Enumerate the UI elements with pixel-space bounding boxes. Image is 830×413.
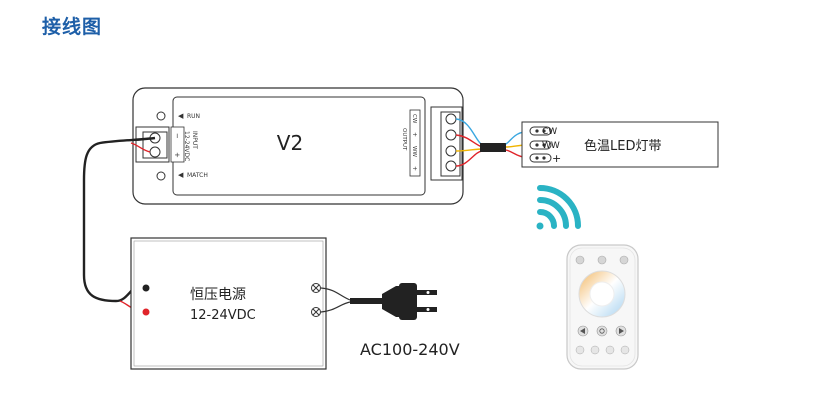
output-terminal-inner [440, 111, 461, 177]
wire-dc-red-top [130, 142, 151, 153]
mount-hole-top [156, 111, 166, 121]
led-strip-label: 色温LED灯带 [584, 138, 661, 154]
page-title: 接线图 [42, 16, 103, 38]
output-wires [455, 118, 531, 167]
led-strip: CW WW + 色温LED灯带 [521, 121, 719, 168]
remote-preset-button-3 [619, 255, 629, 265]
remote-bottom-button-1 [575, 345, 585, 355]
mount-hole-bottom [156, 171, 166, 181]
led-strip-body [521, 121, 719, 168]
run-label: RUN [187, 113, 200, 120]
output-ww-label: WW [411, 146, 417, 157]
strip-pad-plus [529, 153, 552, 163]
wire-sleeve [480, 143, 506, 152]
input-plus-label: + [173, 152, 181, 158]
controller-v2: ◀ RUN ◀ MATCH V2 − + INPUT 12-24VDC CW +… [132, 87, 464, 205]
remote-power-button [596, 325, 608, 337]
power-supply-case [130, 237, 327, 370]
remote-wheel-center [589, 281, 615, 307]
wifi-signal-icon [536, 185, 581, 230]
output-screw-3 [445, 145, 457, 157]
input-polarity-strip [170, 126, 185, 163]
controller-name: V2 [277, 131, 303, 155]
output-plus-label-2: + [411, 166, 418, 171]
run-indicator-arrow: ◀ [178, 112, 184, 120]
output-plus-label-1: + [411, 132, 418, 137]
psu-terminal-plus [142, 308, 150, 316]
remote-bottom-button-3 [605, 345, 615, 355]
input-label: INPUT [191, 131, 198, 149]
psu-name: 恒压电源 [190, 287, 246, 303]
output-screw-2 [445, 129, 457, 141]
remote-control [566, 244, 639, 370]
output-cw-label: CW [411, 114, 417, 124]
match-button-arrow: ◀ [178, 171, 184, 179]
remote-preset-button-1 [575, 255, 585, 265]
strip-cw-label: CW [542, 127, 557, 137]
ac-voltage-label: AC100-240V [360, 340, 460, 359]
power-supply: 恒压电源 12-24VDC [130, 237, 327, 370]
remote-preset-button-2 [597, 255, 607, 265]
output-channel-strip [409, 109, 421, 177]
strip-pad-cw [529, 126, 552, 136]
remote-bottom-button-2 [590, 345, 600, 355]
match-label: MATCH [187, 172, 208, 179]
strip-pad-ww [529, 140, 552, 150]
ac-plug [320, 283, 437, 320]
output-screw-1 [445, 113, 457, 125]
plug-neck [382, 286, 400, 317]
plug-body [399, 283, 417, 320]
input-minus-label: − [173, 133, 181, 139]
output-screw-4 [445, 160, 457, 172]
psu-terminal-minus [142, 284, 150, 292]
psu-voltage: 12-24VDC [190, 308, 256, 323]
remote-bottom-button-4 [620, 345, 630, 355]
input-voltage-label: 12-24VDC [183, 131, 190, 161]
input-screw-plus [149, 146, 161, 158]
output-label: OUTPUT [401, 128, 407, 151]
strip-plus-label: + [552, 152, 561, 165]
wire-dc-black [82, 136, 156, 303]
strip-ww-label: WW [542, 141, 560, 151]
